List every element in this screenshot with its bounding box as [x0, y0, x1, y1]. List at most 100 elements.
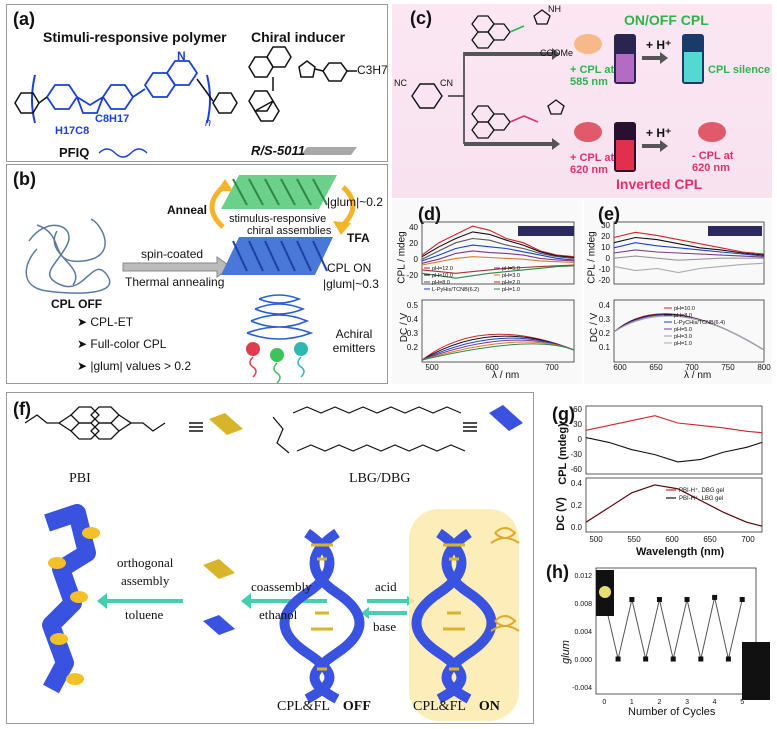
d-dc-curve — [421, 333, 575, 361]
h-plus-bottom: + H⁺ — [646, 126, 672, 140]
g-xtick: 600 — [665, 535, 679, 544]
bullet-2: ➤ Full-color CPL — [77, 337, 167, 351]
h-ytick: -0.004 — [572, 685, 592, 692]
base-label: base — [373, 619, 397, 634]
e-top-series-line — [613, 249, 765, 258]
cpl-off-label: CPL OFF — [51, 297, 103, 311]
cpl-silence-label: CPL silence — [708, 64, 771, 76]
d-top-series-line — [421, 231, 575, 259]
d-bot-frame — [421, 299, 575, 363]
e-xtick: 650 — [649, 363, 663, 372]
assemblies-label-1: stimulus-responsive — [229, 213, 327, 225]
h-point — [615, 656, 621, 662]
panel-a: (a) Stimuli-responsive polymer Chiral in… — [6, 4, 388, 162]
e-legend-item: L-PyCHis/TCNB(6.4) — [674, 320, 725, 326]
acid-label: acid — [375, 579, 397, 594]
d-dc-curve — [421, 335, 575, 361]
d-ylabel-top: CPL / mdeg — [396, 231, 408, 284]
e-ytick-top: 30 — [601, 221, 610, 230]
e-legend-item: pH=10.0 — [674, 306, 695, 312]
cn-label: CN — [440, 78, 453, 88]
panel-c: (c) ON/OFF CPL + CPL at 585 nm — [392, 4, 772, 198]
sub-n: n — [205, 117, 212, 129]
h-ytick: 0.012 — [574, 573, 592, 580]
panel-f-graphic — [24, 405, 523, 721]
cpl-fl-on-text: CPL&FL — [413, 699, 466, 714]
d-ylabel-bot: DC / V — [399, 312, 411, 343]
e-ylabel-top: CPL / mdeg — [586, 231, 598, 284]
g-top-plot-frame — [585, 405, 763, 475]
cpl-620-label: + CPL at 620 nm — [570, 152, 615, 176]
e-vial-strip — [708, 226, 762, 236]
d-legend-item: pH=12.0 — [432, 266, 453, 272]
e-xtick: 700 — [685, 363, 699, 372]
e-top-series-line — [613, 231, 765, 255]
e-legend-item: pH=8.0 — [674, 313, 692, 319]
assemblies-label-2: chiral assemblies — [247, 225, 332, 237]
h-ytick: 0.000 — [574, 657, 592, 664]
g-xtick: 500 — [589, 535, 603, 544]
h-xtick: 4 — [713, 699, 717, 706]
d-xtick: 700 — [545, 363, 559, 372]
d-legend-item: pH=8.0 — [432, 280, 450, 286]
h-point — [643, 656, 649, 662]
d-xtick: 600 — [485, 363, 499, 372]
spin-coated-label: spin-coated — [141, 247, 204, 261]
d-top-series-line — [421, 225, 575, 258]
g-ytick-top: 30 — [573, 420, 582, 429]
g-xlabel: Wavelength (nm) — [636, 546, 725, 558]
thermal-annealing-label: Thermal annealing — [125, 275, 225, 289]
panel-h-label: (h) — [546, 562, 569, 582]
glum-02: |glum|~0.2 — [327, 195, 383, 209]
h-point — [712, 594, 718, 600]
g-top-series-line — [585, 415, 763, 434]
glum-03: |glum|~0.3 — [323, 277, 379, 291]
e-ytick-top: 20 — [601, 232, 610, 241]
h-point — [684, 597, 690, 602]
tfa-label: TFA — [347, 231, 370, 245]
panel-e-label: (e) — [598, 204, 620, 224]
panel-b-graphic — [25, 175, 356, 383]
panel-c-graphic — [411, 9, 726, 172]
pfiq-structure — [14, 60, 238, 158]
d-top-series-line — [421, 264, 575, 274]
d-ytick-bot: 0.4 — [407, 315, 419, 324]
d-legend-item: pH=5.0 — [502, 266, 520, 272]
inverted-cpl-title: Inverted CPL — [616, 176, 703, 192]
sub-h17c8: H17C8 — [55, 125, 90, 137]
on-text: ON — [478, 699, 500, 714]
g-ytick-bot: 0.4 — [571, 479, 583, 488]
bullet-3-text: |glum| values > 0.2 — [90, 359, 192, 373]
g-ytick-top: -60 — [570, 465, 582, 474]
bullet-3: ➤ |glum| values > 0.2 — [77, 359, 192, 373]
achiral-label: Achiral emitters — [332, 327, 376, 355]
d-top-series-line — [421, 265, 575, 279]
d-legend-item: pH=1.0 — [502, 287, 520, 293]
d-top-plot-frame — [421, 221, 575, 285]
d-ytick-bot: 0.5 — [407, 301, 419, 310]
binaphthyl-structure — [248, 46, 357, 155]
h-line — [603, 597, 743, 660]
d-legend-item: L-PyHis/TCNB(6.2) — [432, 287, 479, 293]
bullet-1: ➤ CPL-ET — [77, 315, 134, 329]
e-bot-frame — [613, 299, 765, 363]
e-ytick-top: 10 — [601, 243, 610, 252]
h-plot-frame — [595, 567, 757, 695]
h-point — [629, 597, 635, 602]
h-xtick: 2 — [657, 699, 661, 706]
h-point — [670, 656, 676, 662]
sub-c3h7: C3H7 — [357, 63, 388, 77]
h-ylabel: glum — [559, 640, 572, 664]
g-ytick-bot: 0.2 — [571, 501, 583, 510]
cpl-fl-off: CPL&FL OFF — [277, 699, 371, 715]
e-xlabel: λ / nm — [684, 370, 712, 381]
e-ytick-top: -10 — [598, 265, 610, 274]
g-dc-line-black — [585, 484, 763, 527]
e-top-series-line — [613, 255, 764, 261]
panel-g-label: (g) — [552, 404, 575, 424]
panel-f: (f) — [6, 392, 534, 724]
e-ytick-bot: 0.4 — [599, 301, 611, 310]
